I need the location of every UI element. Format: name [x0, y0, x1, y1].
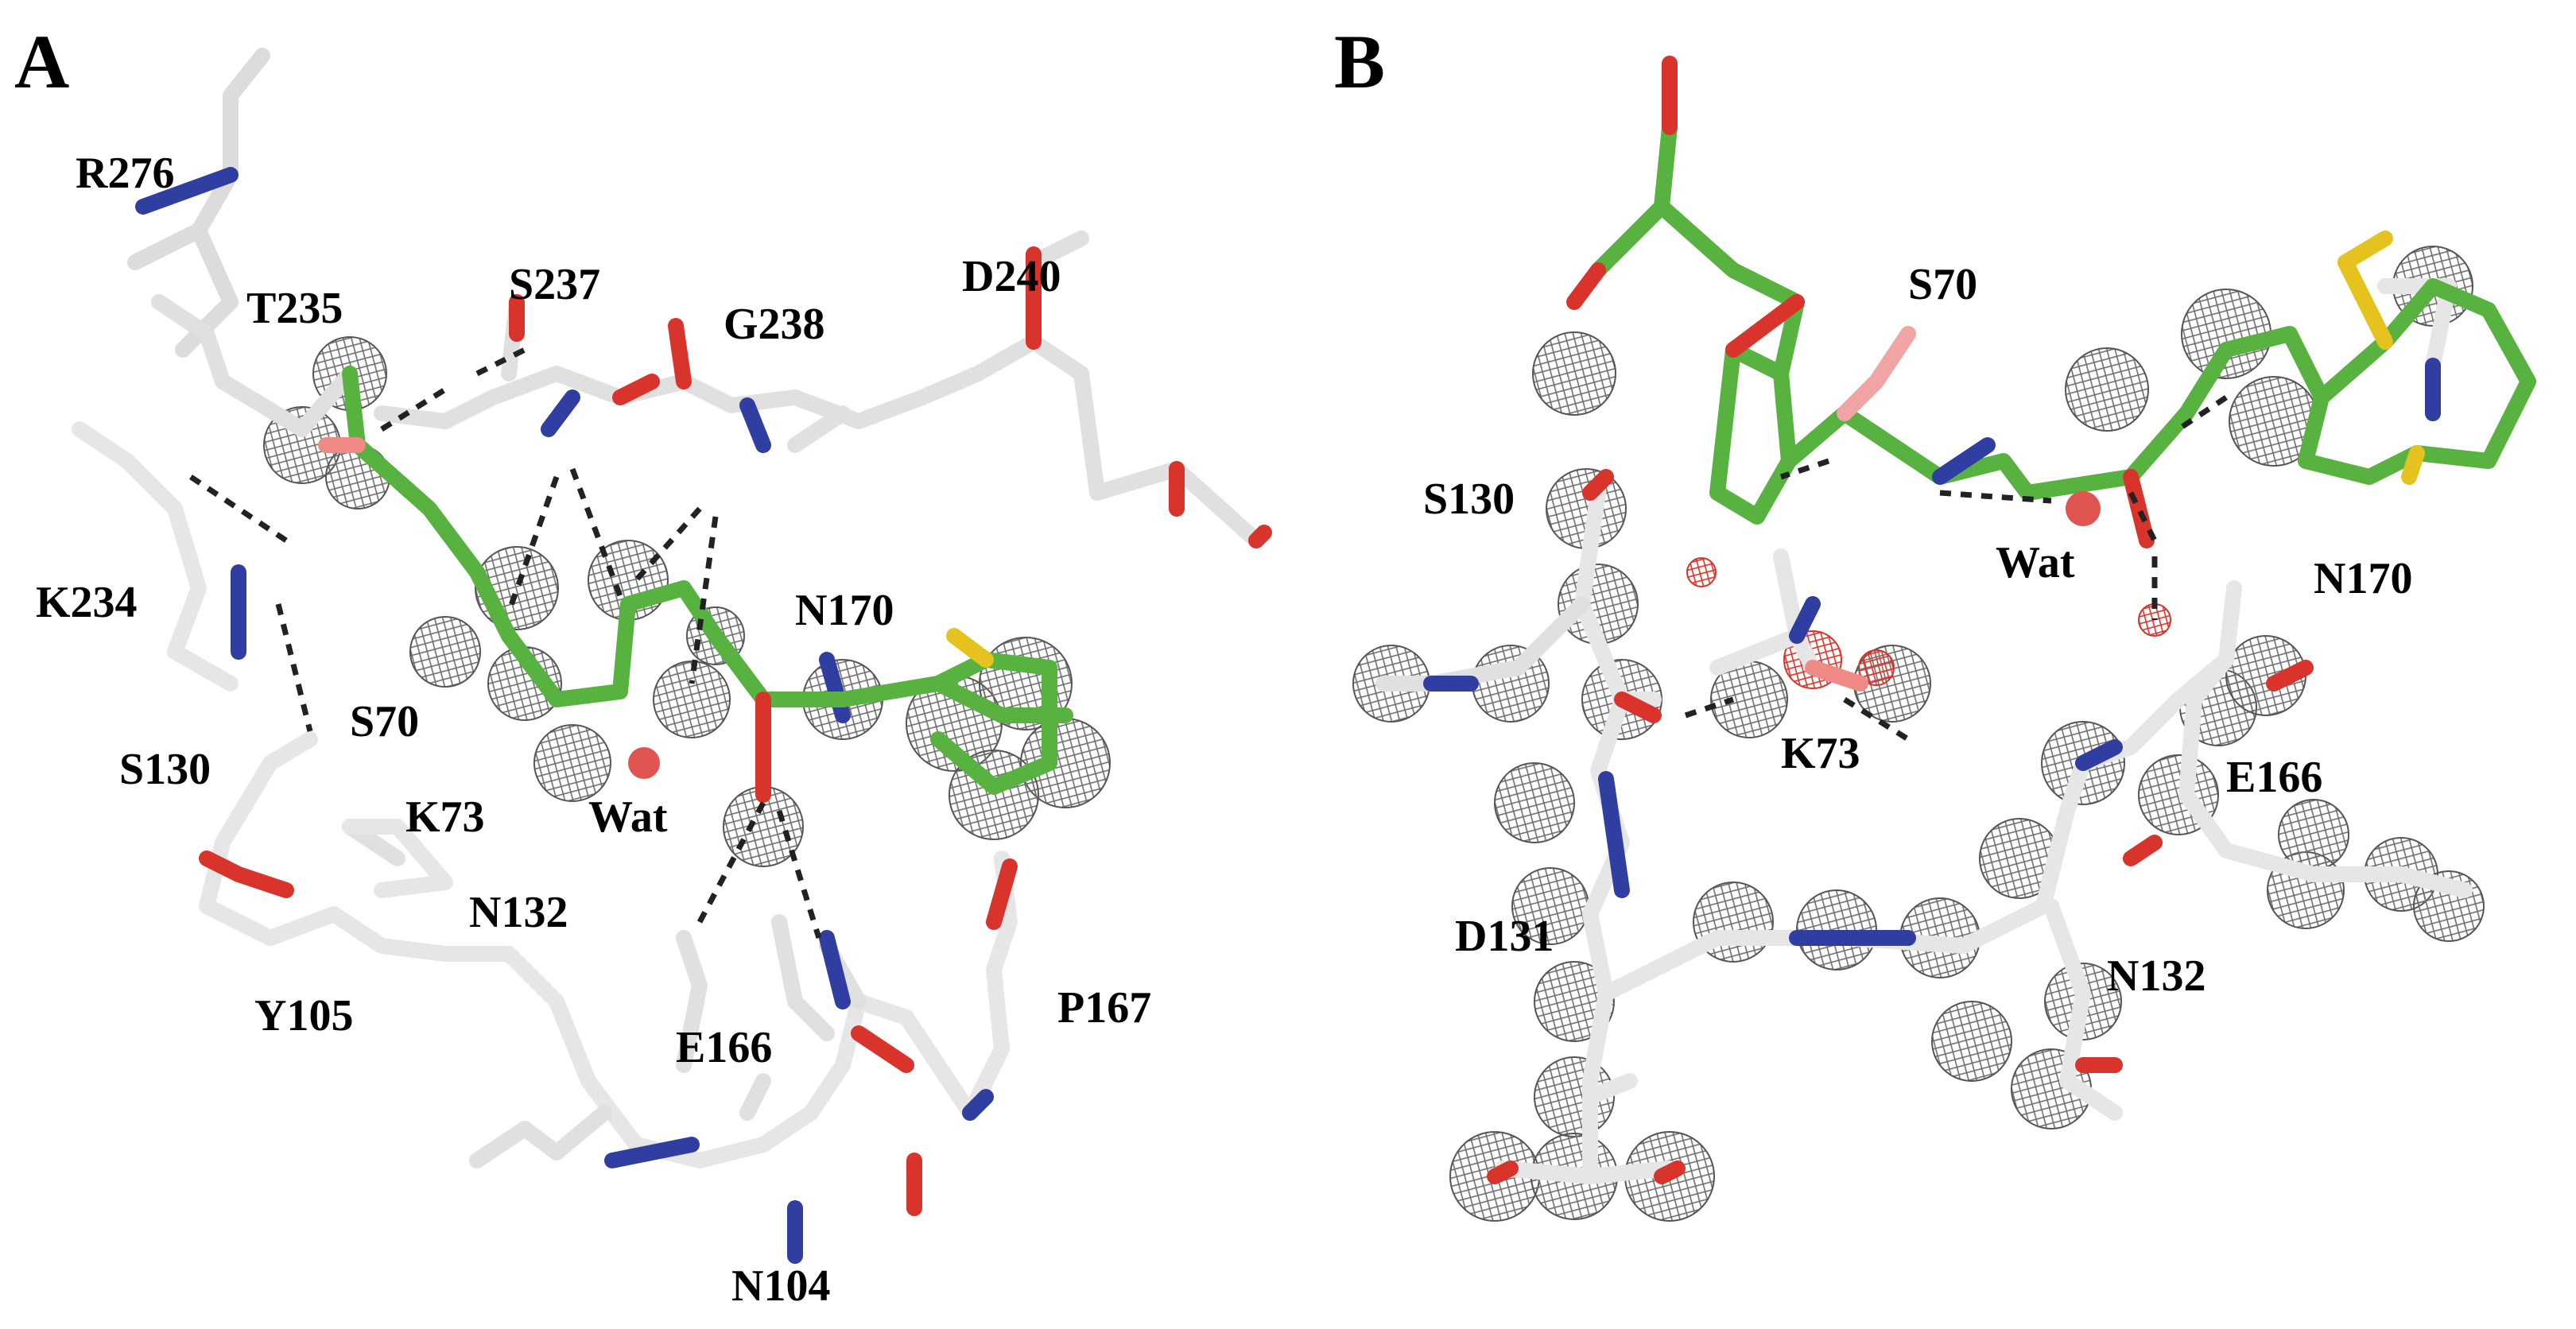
- label-n132: N132: [469, 888, 568, 937]
- label-e166-b: E166: [2226, 753, 2323, 802]
- label-d240: D240: [962, 252, 1061, 301]
- hbonds-a: [189, 347, 822, 940]
- label-s130-b: S130: [1423, 475, 1515, 524]
- ligand-sticks-b: [1566, 56, 2536, 548]
- label-t235: T235: [246, 284, 343, 333]
- label-n170: N170: [795, 586, 894, 635]
- water-sphere-b: [2066, 491, 2101, 526]
- panel-b: B S70 S130 Wat N170 K73 E166 D131 N132: [1288, 0, 2576, 1329]
- hbonds-b: [1684, 395, 2228, 742]
- label-s70-b: S70: [1908, 260, 1978, 309]
- label-n170-b: N170: [2314, 554, 2413, 603]
- ligand-sticks-a: [318, 366, 1073, 803]
- label-k73-b: K73: [1781, 729, 1860, 778]
- panel-a-letter: A: [14, 19, 70, 104]
- label-s70: S70: [350, 697, 420, 746]
- panel-b-letter: B: [1334, 19, 1386, 104]
- atom-colored-sticks-b: [1423, 358, 2441, 1184]
- label-p167: P167: [1057, 983, 1152, 1033]
- label-k234: K234: [36, 578, 138, 627]
- label-n104: N104: [731, 1261, 831, 1311]
- water-sphere-a: [628, 747, 660, 779]
- panel-a: A R276 T235 S237 G238 D240 K234 N170 S70…: [14, 19, 1272, 1311]
- label-s130: S130: [119, 745, 211, 794]
- label-e166: E166: [676, 1023, 773, 1072]
- label-wat-b: Wat: [1996, 538, 2075, 587]
- panel-b-structure: [1352, 56, 2536, 1222]
- label-n132-b: N132: [2107, 951, 2206, 1001]
- label-r276: R276: [76, 149, 175, 198]
- label-d131-b: D131: [1455, 912, 1554, 961]
- panel-a-structure: [72, 48, 1272, 1264]
- label-y105: Y105: [254, 991, 354, 1040]
- label-g238: G238: [724, 300, 825, 349]
- label-k73: K73: [405, 792, 485, 842]
- label-s237: S237: [509, 260, 601, 309]
- label-wat-a: Wat: [588, 792, 668, 842]
- protein-sticks-a: [72, 48, 1272, 1264]
